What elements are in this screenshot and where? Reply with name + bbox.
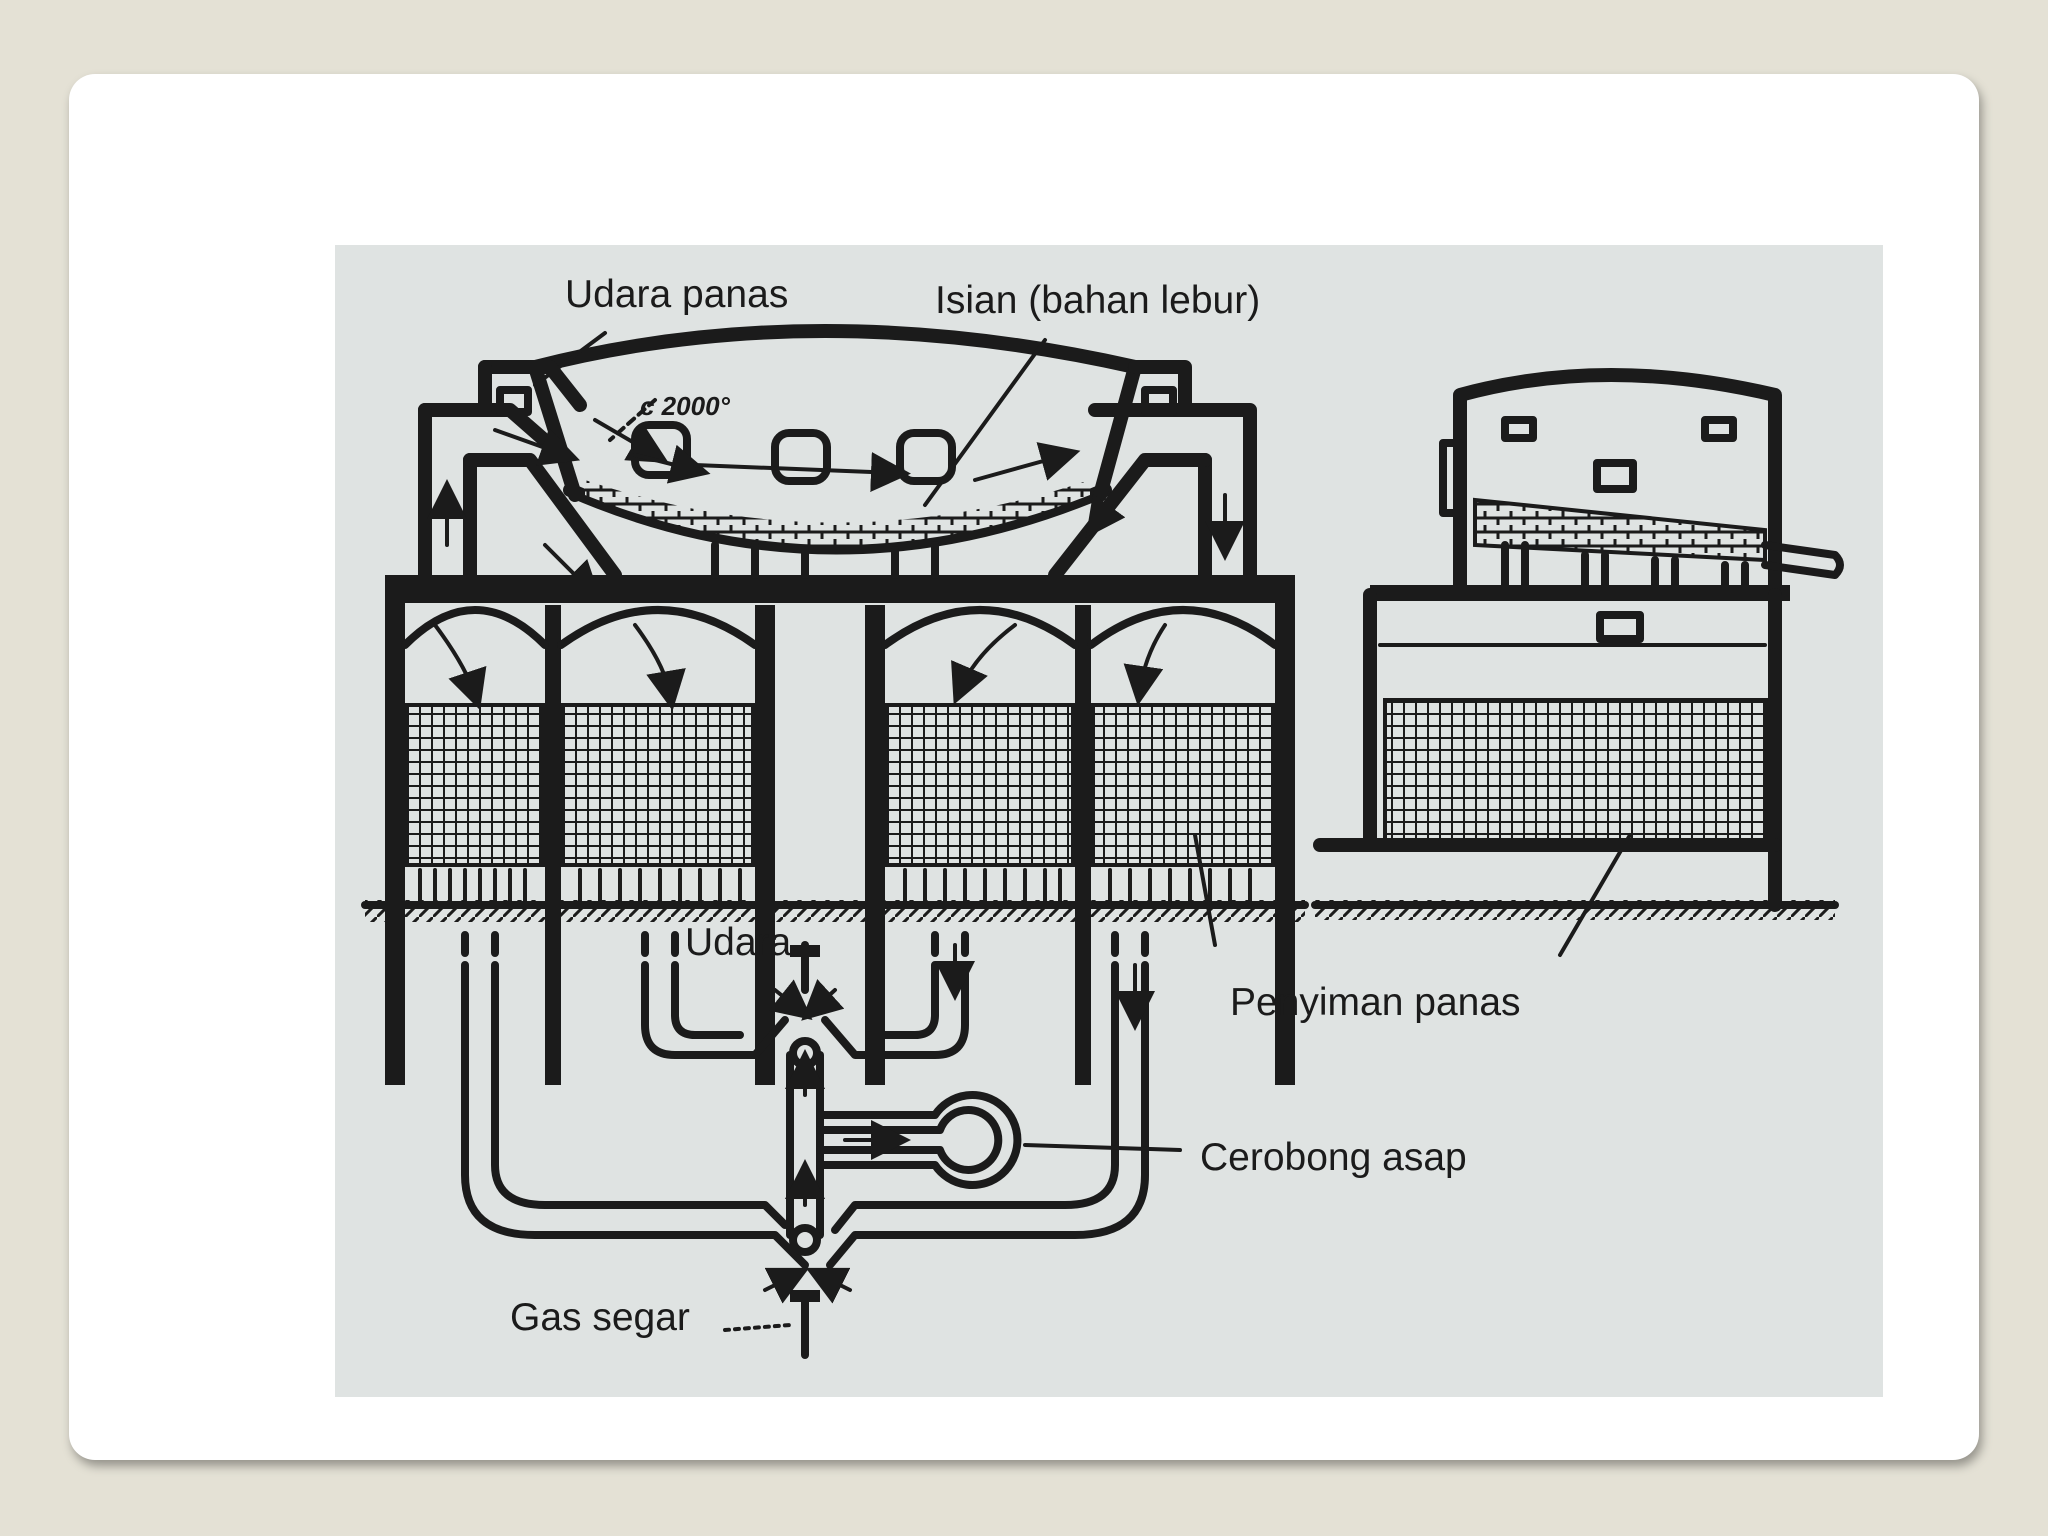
hearth-bowl [563, 483, 1112, 555]
label-air: Udara [685, 921, 792, 964]
furnace-side-view [1311, 368, 1844, 920]
label-temperature: c 2000° [640, 391, 731, 421]
valve [789, 1224, 821, 1256]
checker-brickwork [405, 703, 545, 867]
furnace-roof [528, 324, 1142, 374]
melt-charge-layer [585, 480, 1090, 545]
label-charge: Isian (bahan lebur) [935, 279, 1260, 322]
slide-card: Udara panas Isian (bahan lebur) c 2000° … [69, 74, 1979, 1460]
checker-brickwork [1091, 703, 1275, 867]
checker-brickwork [1383, 698, 1769, 847]
label-chimney: Cerobong asap [1200, 1136, 1467, 1179]
checker-brickwork [885, 703, 1075, 867]
label-hot-air: Udara panas [565, 273, 788, 316]
support-beam [385, 575, 1295, 603]
port-window [896, 429, 956, 485]
flue-network [461, 931, 1155, 1359]
furnace-diagram-figure: Udara panas Isian (bahan lebur) c 2000° … [335, 245, 1883, 1397]
checker-brickwork [561, 703, 755, 867]
label-regenerator: Penyiman panas [1230, 981, 1521, 1024]
siemens-martin-furnace-diagram: Udara panas Isian (bahan lebur) c 2000° … [361, 273, 1844, 1359]
label-fresh-gas: Gas segar [510, 1296, 690, 1339]
regenerator-chambers [385, 575, 1295, 1085]
leader-lines [533, 331, 1632, 1332]
port-window [771, 429, 831, 485]
valve [789, 1037, 821, 1069]
main-furnace [361, 324, 1309, 1085]
